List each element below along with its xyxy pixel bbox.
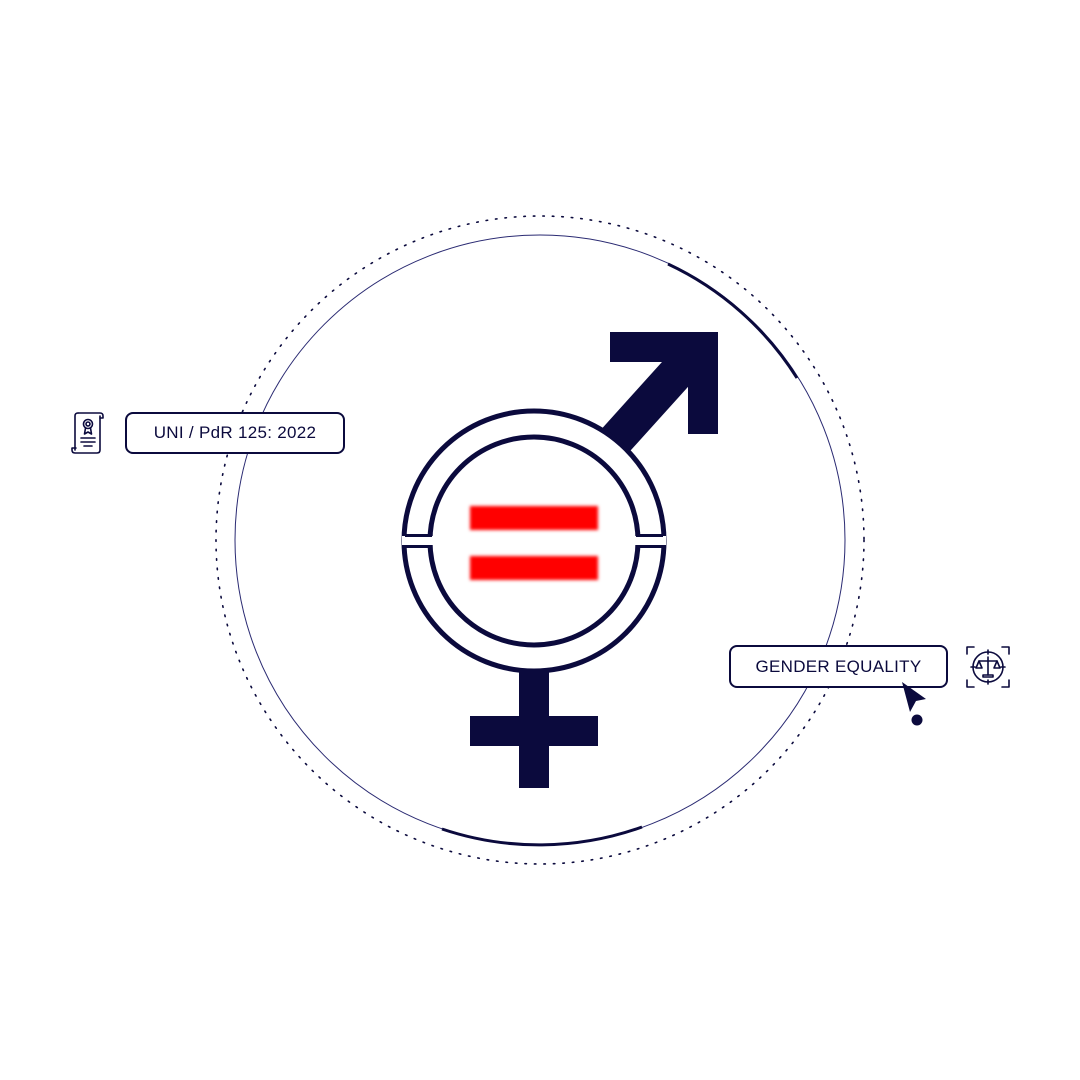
symbol-outer-ring bbox=[401, 408, 667, 674]
male-arrow-head bbox=[610, 332, 718, 434]
mouse-pointer-icon bbox=[902, 682, 926, 726]
gender-equality-symbol bbox=[401, 332, 718, 788]
ring-gap-left bbox=[402, 536, 435, 545]
male-arrow-shaft bbox=[600, 347, 702, 455]
dotted-outer-ring bbox=[215, 215, 865, 865]
arc-accent-bottom bbox=[441, 825, 643, 847]
gender-equality-label-text: GENDER EQUALITY bbox=[755, 656, 922, 676]
arc-accent-top-right bbox=[667, 262, 799, 379]
equals-sign bbox=[470, 506, 598, 580]
gender-equality-label[interactable]: GENDER EQUALITY bbox=[729, 645, 948, 688]
standard-label-text: UNI / PdR 125: 2022 bbox=[153, 423, 317, 442]
justice-scale-icon bbox=[966, 646, 1010, 688]
female-cross-bar bbox=[470, 716, 598, 746]
equals-bar-top bbox=[470, 506, 598, 530]
ring-gap-right bbox=[633, 536, 666, 545]
standard-label: UNI / PdR 125: 2022 bbox=[125, 412, 345, 454]
certificate-document-icon bbox=[71, 412, 104, 454]
equals-bar-bottom bbox=[470, 556, 598, 580]
